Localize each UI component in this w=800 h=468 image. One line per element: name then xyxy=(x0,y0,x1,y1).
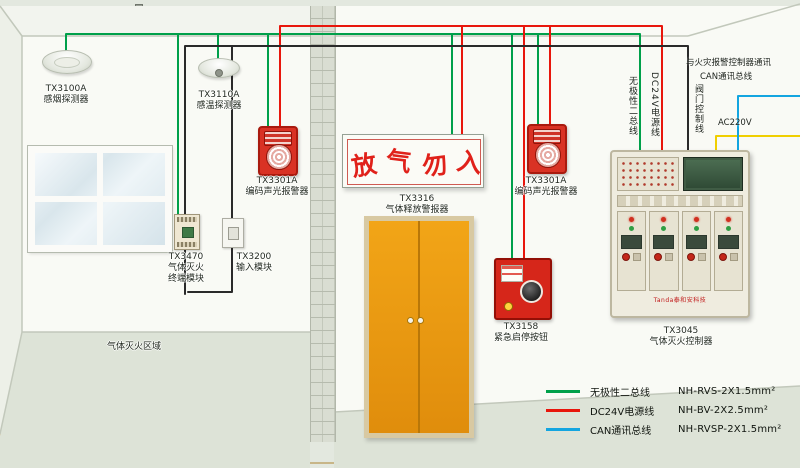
module-button-red xyxy=(654,253,663,261)
emergency-start-stop-button xyxy=(494,258,552,320)
heat-detector xyxy=(198,58,240,78)
module-button xyxy=(665,253,674,261)
legend-spec: NH-RVSP-2X1.5mm² xyxy=(678,423,782,435)
legend-row: DC24V电源线 NH-BV-2X2.5mm² xyxy=(546,403,781,418)
module-window xyxy=(621,235,643,249)
led-green xyxy=(661,226,667,231)
led-green xyxy=(725,226,731,231)
module-button xyxy=(633,253,642,261)
legend-label: 无极性二总线 xyxy=(590,387,650,399)
label-can-comm-title: 与火灾报警控制器通讯 xyxy=(686,58,772,68)
zone-module xyxy=(713,211,743,291)
button-label-tag xyxy=(501,265,523,282)
legend-label: DC24V电源线 xyxy=(590,406,655,418)
label-ac220v: AC220V xyxy=(718,118,752,128)
zone-module xyxy=(617,211,647,291)
double-door xyxy=(364,216,474,438)
label-gas-zone: 气体灭火区域 xyxy=(106,342,161,352)
module-window xyxy=(685,235,707,249)
input-module xyxy=(222,218,244,248)
sound-strobe-alarm-left xyxy=(258,126,298,176)
module-window xyxy=(717,235,739,249)
zone-module xyxy=(649,211,679,291)
legend-label: CAN通讯总线 xyxy=(590,425,652,437)
label-power-wire: DC24V电源线 xyxy=(649,72,659,138)
gas-terminal-module xyxy=(174,214,200,250)
wire-legend: 无极性二总线 NH-RVS-2X1.5mm² DC24V电源线 NH-BV-2X… xyxy=(546,384,781,441)
led-red xyxy=(725,217,731,222)
module-button xyxy=(697,253,706,261)
module-button xyxy=(729,253,738,261)
brick-column xyxy=(310,6,336,442)
door-handle-right xyxy=(417,317,424,324)
module-button-red xyxy=(718,253,727,261)
window-mullion-horizontal xyxy=(35,196,165,202)
gas-control-panel: Tanda泰和安科技 xyxy=(610,150,750,318)
zone-modules xyxy=(617,211,743,291)
module-chip xyxy=(228,227,239,240)
label-can-bus: CAN通讯总线 xyxy=(700,72,753,82)
gas-sign-text: 放气勿入 xyxy=(349,145,489,182)
legend-spec: NH-RVS-2X1.5mm² xyxy=(678,385,776,397)
ac-wire xyxy=(715,135,800,151)
speaker-horn xyxy=(535,142,561,168)
panel-brand: Tanda泰和安科技 xyxy=(653,297,707,304)
door-leaf-divider xyxy=(418,221,420,433)
button-row xyxy=(617,195,743,207)
gas-release-sign: 放气勿入 xyxy=(342,134,489,188)
push-button xyxy=(520,280,543,303)
legend-row: CAN通讯总线 NH-RVSP-2X1.5mm² xyxy=(546,422,782,437)
legend-swatch-blue xyxy=(546,427,580,431)
lcd-display xyxy=(683,157,743,191)
indicator-lamp xyxy=(504,302,513,311)
legend-swatch-red xyxy=(546,408,580,412)
can-wire xyxy=(737,95,800,151)
zone-module xyxy=(681,211,711,291)
legend-swatch-green xyxy=(546,389,580,393)
bus-wire xyxy=(65,33,641,259)
label-bus-wire: 无极性二总线 xyxy=(627,76,637,136)
module-button-red xyxy=(622,253,631,261)
speaker-horn xyxy=(266,144,292,170)
module-window xyxy=(653,235,675,249)
door-handle-left xyxy=(407,317,414,324)
led-green xyxy=(629,226,635,231)
terminal-strip xyxy=(177,217,197,222)
legend-spec: NH-BV-2X2.5mm² xyxy=(678,404,769,416)
label-valve-wire: 阀门控制线 xyxy=(693,84,703,134)
led-red xyxy=(693,217,699,222)
module-button-red xyxy=(686,253,695,261)
led-red xyxy=(629,217,635,222)
power-wire xyxy=(279,25,663,259)
sign-inner-border: 放气勿入 xyxy=(347,139,489,185)
module-chip xyxy=(182,227,194,238)
indicator-grid xyxy=(617,157,679,191)
smoke-detector xyxy=(42,50,92,74)
led-red xyxy=(661,217,667,222)
led-green xyxy=(693,226,699,231)
sound-strobe-alarm-right xyxy=(527,124,567,174)
legend-row: 无极性二总线 NH-RVS-2X1.5mm² xyxy=(546,384,781,399)
terminal-strip xyxy=(177,242,197,247)
window xyxy=(27,145,173,253)
